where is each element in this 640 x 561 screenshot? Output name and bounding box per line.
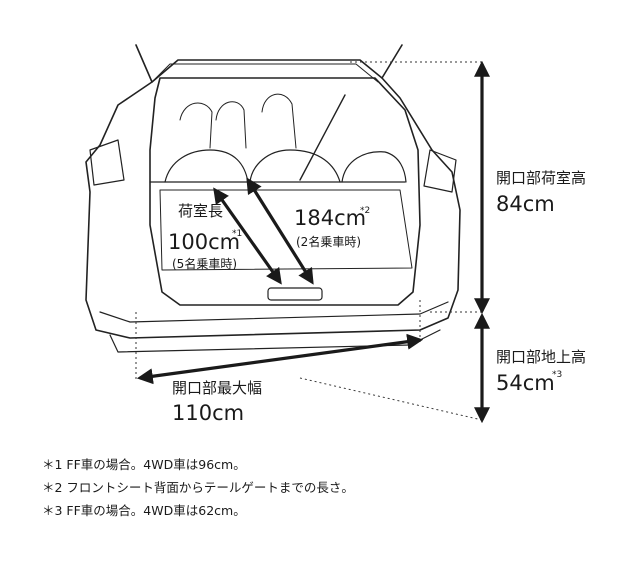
length-184-value: 184cm <box>294 206 366 230</box>
footnotes: ＊1 FF車の場合。4WD車は96cm。 ＊2 フロントシート背面からテールゲー… <box>42 457 354 518</box>
length-184-footnote-mark: *2 <box>360 206 370 216</box>
length-100-value: 100cm <box>168 230 240 254</box>
footnote-2: ＊2 フロントシート背面からテールゲートまでの長さ。 <box>42 480 354 495</box>
opening-height-value: 84cm <box>496 192 555 216</box>
footnote-1: ＊1 FF車の場合。4WD車は96cm。 <box>42 457 246 472</box>
opening-height-title: 開口部荷室高 <box>496 169 586 187</box>
vehicle-rear-illustration <box>85 44 461 353</box>
cargo-length-title: 荷室長 <box>178 202 223 220</box>
length-184-arrow <box>246 177 314 285</box>
length-184-condition: (2名乗車時) <box>296 234 361 249</box>
footnote-3: ＊3 FF車の場合。4WD車は62cm。 <box>42 503 246 518</box>
opening-width-arrow <box>136 333 424 385</box>
length-100-condition: (5名乗車時) <box>172 256 237 271</box>
ground-height-footnote-mark: *3 <box>552 370 562 380</box>
opening-width-value: 110cm <box>172 401 244 425</box>
ground-height-title: 開口部地上高 <box>496 348 586 366</box>
ground-height-value: 54cm <box>496 371 555 395</box>
length-100-footnote-mark: *1 <box>232 229 242 239</box>
opening-width-title: 開口部最大幅 <box>172 379 262 397</box>
guide-lines <box>135 61 483 421</box>
dimension-arrows <box>136 60 490 424</box>
